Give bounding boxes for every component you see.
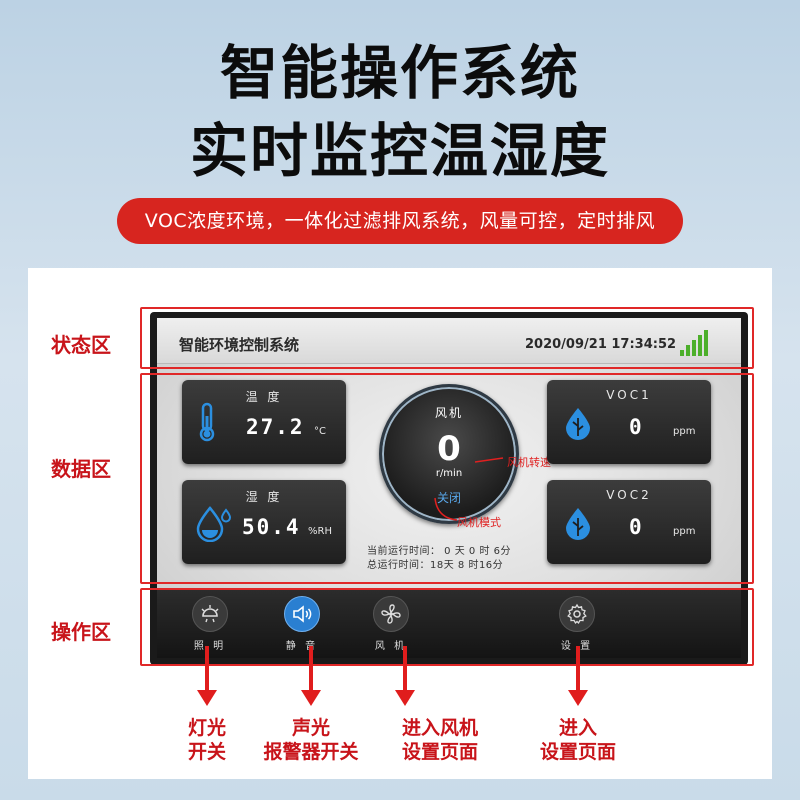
mute-button-circle bbox=[284, 596, 320, 632]
status-zone-box bbox=[140, 307, 754, 369]
fan-speed-value: 0 bbox=[437, 429, 461, 469]
humidity-card: 湿 度 50.4 %RH bbox=[182, 480, 346, 564]
status-bar: 智能环境控制系统 2020/09/21 17:34:52 bbox=[157, 318, 741, 364]
temperature-label: 温 度 bbox=[245, 390, 283, 404]
leaf-drop-icon bbox=[566, 408, 590, 440]
fan-status-dial[interactable]: 风机 0 r/min 关闭 bbox=[379, 384, 519, 524]
lamp-icon bbox=[201, 605, 219, 623]
lighting-button-circle bbox=[192, 596, 228, 632]
callout-alarm-line1: 声光 bbox=[291, 717, 330, 739]
voc2-label: VOC2 bbox=[606, 488, 652, 502]
annotation-line-fan-speed bbox=[475, 457, 504, 463]
system-title: 智能环境控制系统 bbox=[179, 336, 300, 354]
arrow-down-icon bbox=[568, 646, 588, 706]
water-drop-icon bbox=[196, 506, 232, 542]
callout-alarm-line2: 报警器开关 bbox=[263, 741, 359, 763]
datetime: 2020/09/21 17:34:52 bbox=[525, 337, 677, 352]
arrow-down-icon bbox=[197, 646, 217, 706]
voc2-value: 0 bbox=[629, 515, 644, 539]
temperature-card: 温 度 27.2 °C bbox=[182, 380, 346, 464]
headline-line-2: 实时监控温湿度 bbox=[189, 117, 610, 185]
signal-icon bbox=[680, 330, 712, 356]
fan-label: 风机 bbox=[434, 406, 463, 420]
callout-settings: 进入 设置页面 bbox=[522, 716, 634, 764]
callout-fan: 进入风机 设置页面 bbox=[385, 716, 495, 764]
callout-fan-line2: 设置页面 bbox=[401, 741, 478, 763]
voc1-label: VOC1 bbox=[606, 388, 652, 402]
operation-bar: 照 明 静 音 风 机 bbox=[157, 590, 741, 658]
voc1-card: VOC1 0 ppm bbox=[547, 380, 711, 464]
operation-zone-box bbox=[140, 588, 754, 666]
temperature-unit: °C bbox=[314, 426, 326, 437]
headline-line-1: 智能操作系统 bbox=[219, 39, 580, 107]
annotation-fan-mode: 风机模式 bbox=[457, 516, 501, 529]
voc1-unit: ppm bbox=[673, 426, 696, 437]
mute-label: 静 音 bbox=[285, 641, 319, 652]
callout-light: 灯光 开关 bbox=[162, 716, 252, 764]
callout-settings-line2: 设置页面 bbox=[539, 741, 616, 763]
voc1-value: 0 bbox=[629, 415, 644, 439]
zone-label-operation: 操作区 bbox=[51, 620, 111, 644]
fan-label-nav: 风 机 bbox=[374, 641, 408, 652]
settings-label: 设 置 bbox=[560, 641, 594, 652]
fan-button[interactable]: 风 机 bbox=[361, 596, 421, 652]
settings-button[interactable]: 设 置 bbox=[547, 596, 607, 652]
fan-speed-unit: r/min bbox=[435, 468, 463, 479]
thermometer-icon bbox=[199, 402, 215, 442]
humidity-value: 50.4 bbox=[242, 515, 301, 539]
settings-button-circle bbox=[559, 596, 595, 632]
voc2-unit: ppm bbox=[673, 526, 696, 537]
speaker-icon bbox=[293, 605, 312, 623]
runtime-current: 当前运行时间： 0 天 0 时 6分 bbox=[367, 546, 511, 557]
callout-light-line2: 开关 bbox=[187, 741, 226, 763]
voc2-card: VOC2 0 ppm bbox=[547, 480, 711, 564]
callout-settings-line1: 进入 bbox=[558, 717, 597, 739]
arrow-down-icon bbox=[301, 646, 321, 706]
subtitle-pill: VOC浓度环境，一体化过滤排风系统，风量可控，定时排风 bbox=[117, 198, 683, 244]
temperature-value: 27.2 bbox=[246, 415, 305, 439]
annotation-fan-speed: 风机转速 bbox=[507, 456, 551, 469]
fan-icon bbox=[381, 604, 401, 624]
runtime-total: 总运行时间：18天 8 时16分 bbox=[367, 560, 504, 571]
data-zone-box bbox=[140, 373, 754, 584]
fan-mode-value: 关闭 bbox=[436, 491, 461, 505]
mute-button[interactable]: 静 音 bbox=[272, 596, 332, 652]
callout-light-line1: 灯光 bbox=[187, 717, 226, 739]
fan-button-circle bbox=[373, 596, 409, 632]
leaf-drop-icon bbox=[566, 508, 590, 540]
callout-alarm: 声光 报警器开关 bbox=[246, 716, 376, 764]
zone-label-data: 数据区 bbox=[51, 457, 111, 481]
humidity-unit: %RH bbox=[308, 526, 332, 537]
annotation-line-fan-mode bbox=[434, 497, 458, 521]
arrow-down-icon bbox=[395, 646, 415, 706]
zone-label-status: 状态区 bbox=[51, 333, 111, 357]
gear-icon bbox=[567, 603, 587, 625]
humidity-label: 湿 度 bbox=[245, 490, 283, 504]
callout-fan-line1: 进入风机 bbox=[401, 717, 478, 739]
